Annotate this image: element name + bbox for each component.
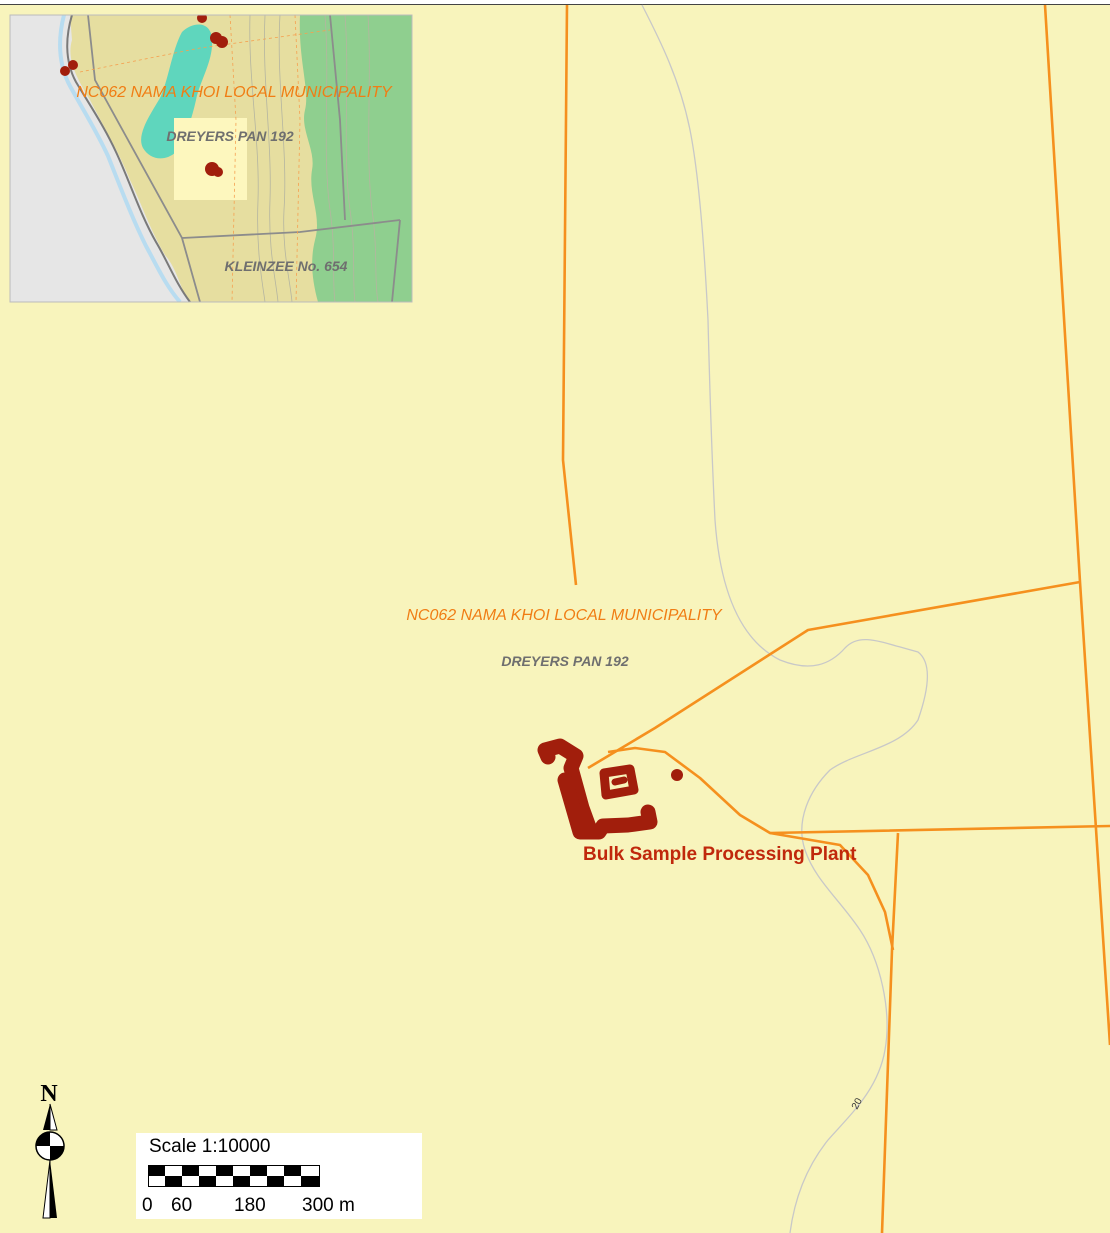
site-square <box>599 764 639 800</box>
boundary-west <box>561 4 578 586</box>
municipality-label: NC062 NAMA KHOI LOCAL MUNICIPALITY <box>406 607 723 624</box>
inset-map[interactable]: NC062 NAMA KHOI LOCAL MUNICIPALITY DREYE… <box>9 13 413 303</box>
scale-checker <box>148 1165 320 1187</box>
scale-tick-180: 180 <box>234 1195 266 1216</box>
scale-tick-60: 60 <box>171 1195 192 1216</box>
north-arrow-up-left <box>43 1104 50 1130</box>
inset-pan <box>141 24 213 159</box>
scale-bar: Scale 1:10000 0 60 180 300 m <box>136 1133 422 1219</box>
site-square-inner <box>611 776 628 786</box>
scale-tick-300: 300 m <box>302 1195 355 1216</box>
road-20 <box>641 4 928 1233</box>
inset-farm-label-south: KLEINZEE No. 654 <box>225 258 348 274</box>
inset-boundaries <box>87 15 401 302</box>
site-main-block <box>557 772 658 840</box>
north-arrow-down-right <box>50 1160 57 1218</box>
site-label: Bulk Sample Processing Plant <box>583 844 857 865</box>
north-arrow: N <box>35 1081 65 1219</box>
road-number: 20 <box>850 1096 865 1111</box>
inset-dashed <box>79 15 331 302</box>
inset-site-dots <box>60 15 228 177</box>
farm-label: DREYERS PAN 192 <box>501 653 629 669</box>
site-footprint <box>537 738 683 840</box>
boundary-north-track <box>587 580 1081 770</box>
site-hook <box>537 738 598 838</box>
scale-title: Scale 1:10000 <box>149 1136 271 1157</box>
inset-frame <box>9 14 413 303</box>
scale-tick-0: 0 <box>142 1195 153 1216</box>
inset-farm-label: DREYERS PAN 192 <box>166 128 294 144</box>
north-arrow-circle-q2 <box>50 1146 64 1160</box>
north-letter: N <box>40 1081 58 1107</box>
boundary-south <box>880 832 900 1233</box>
boundary-lines <box>561 4 1110 1233</box>
inset-contours <box>249 15 379 302</box>
inset-hills <box>299 15 412 302</box>
boundary-curve-south <box>769 831 895 951</box>
north-arrow-up-right <box>49 1103 58 1131</box>
north-arrow-circle-q1 <box>36 1132 50 1146</box>
inset-municipality-label: NC062 NAMA KHOI LOCAL MUNICIPALITY <box>76 84 393 101</box>
site-dot <box>671 769 683 781</box>
